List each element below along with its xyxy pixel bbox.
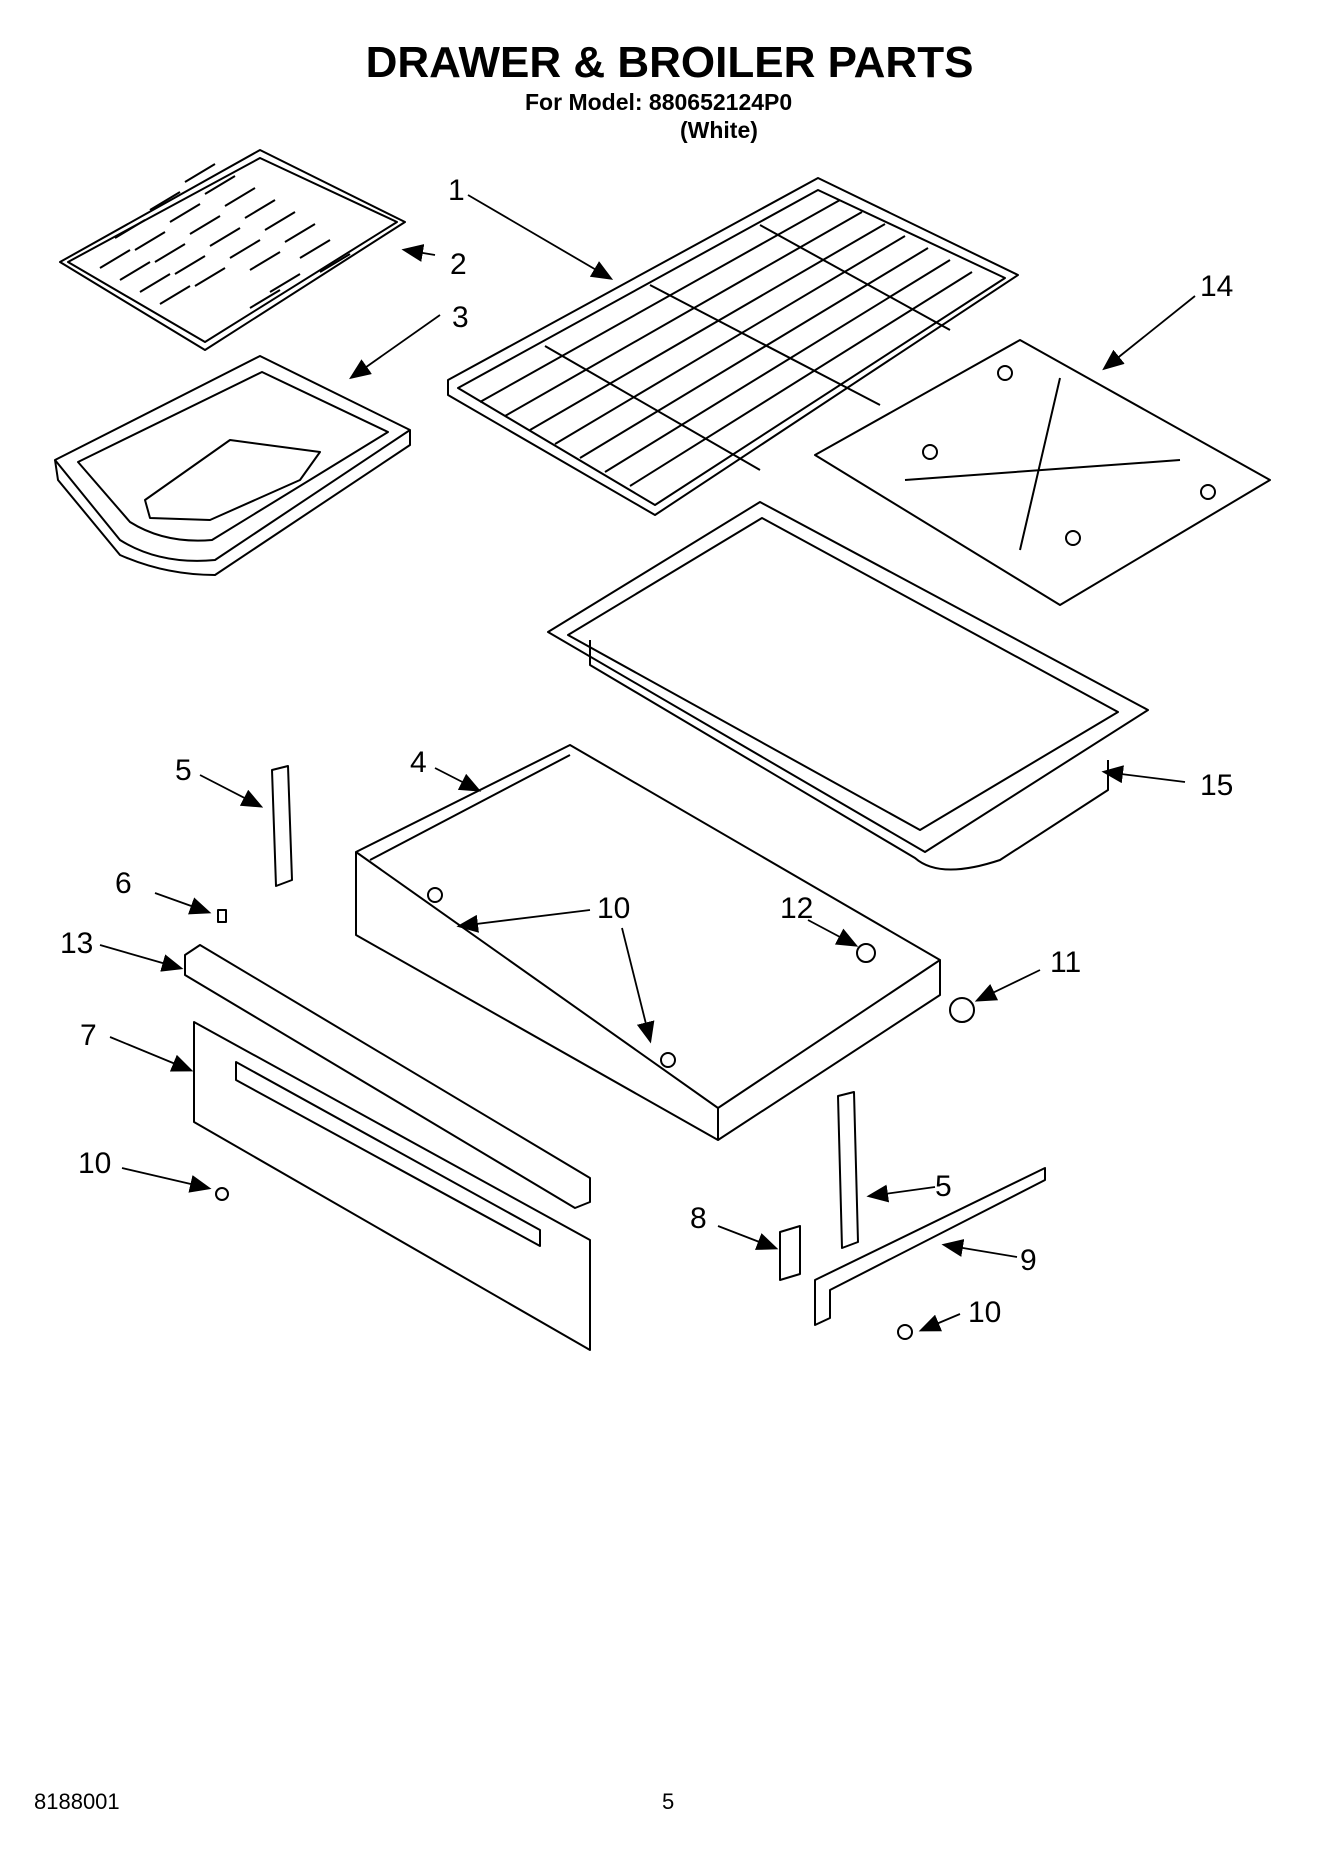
color-variant: (White) bbox=[680, 117, 758, 143]
nut-icon bbox=[856, 943, 876, 963]
callout-15: 15 bbox=[1200, 769, 1233, 802]
trim-strip-icon bbox=[184, 944, 591, 1209]
drawer-glide-right-icon bbox=[837, 1091, 859, 1249]
clip-icon bbox=[217, 909, 227, 923]
callout-6: 6 bbox=[115, 867, 132, 900]
callout-9: 9 bbox=[1020, 1244, 1037, 1277]
callout-10-left: 10 bbox=[78, 1147, 111, 1180]
screw-icon bbox=[897, 1324, 913, 1340]
callout-10-right: 10 bbox=[968, 1296, 1001, 1329]
drawer-body-icon bbox=[355, 744, 941, 1141]
callout-4: 4 bbox=[410, 746, 427, 779]
broiler-pan-icon bbox=[54, 355, 411, 576]
oven-rack-icon bbox=[447, 177, 1019, 516]
callout-10-center: 10 bbox=[597, 892, 630, 925]
drawer-front-icon bbox=[193, 1021, 591, 1351]
callout-7: 7 bbox=[80, 1019, 97, 1052]
page-title: DRAWER & BROILER PARTS bbox=[365, 38, 974, 87]
callout-3: 3 bbox=[452, 301, 469, 334]
callout-11: 11 bbox=[1050, 946, 1081, 979]
page-number: 5 bbox=[662, 1789, 675, 1814]
broiler-grid-icon bbox=[59, 149, 406, 351]
drawer-glide-left-icon bbox=[271, 765, 293, 887]
callout-12: 12 bbox=[780, 892, 813, 925]
callout-14: 14 bbox=[1200, 270, 1233, 303]
drawer-roller-icon bbox=[949, 997, 975, 1023]
model-number: For Model: 880652124P0 bbox=[525, 89, 793, 115]
bracket-icon bbox=[779, 1225, 801, 1281]
callout-13: 13 bbox=[60, 927, 93, 960]
screw-icon bbox=[660, 1052, 676, 1068]
callout-5-left: 5 bbox=[175, 754, 192, 787]
liner-panel-icon bbox=[814, 339, 1271, 606]
callout-2: 2 bbox=[450, 248, 467, 281]
screw-icon bbox=[427, 887, 443, 903]
callout-5-right: 5 bbox=[935, 1170, 952, 1203]
drawer-pan-icon bbox=[547, 501, 1149, 871]
document-number: 8188001 bbox=[34, 1789, 120, 1814]
screw-icon bbox=[215, 1187, 229, 1201]
callout-1: 1 bbox=[448, 174, 465, 207]
drawer-rail-icon bbox=[814, 1167, 1046, 1326]
callout-8: 8 bbox=[690, 1202, 707, 1235]
